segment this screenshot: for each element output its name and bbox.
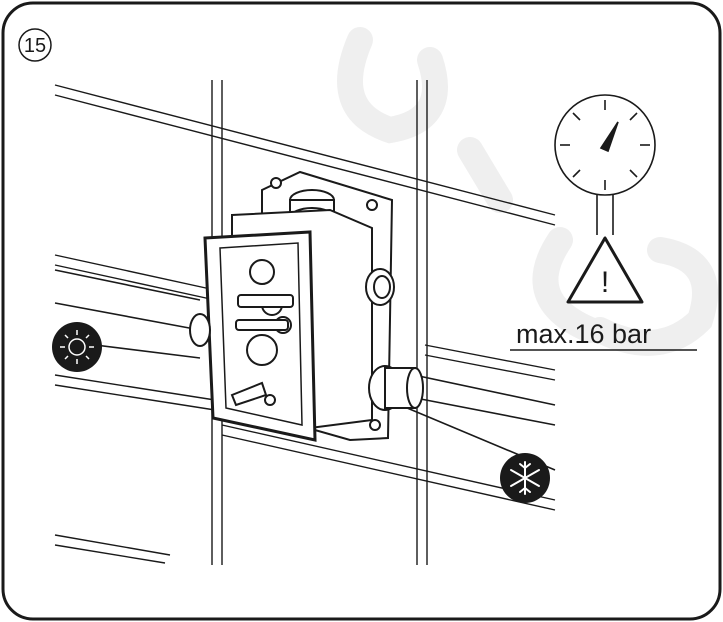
valve-body [189,170,424,442]
sun-icon [52,322,102,372]
pressure-limit: max.16 bar [510,319,697,351]
wall-tiles [54,80,556,565]
step-number: 15 [24,35,46,57]
watermark [337,27,718,356]
pressure-limit-label: max.16 bar [516,319,651,349]
warning-icon: ! [566,236,644,304]
pressure-gauge-icon [554,94,656,235]
snowflake-icon [500,453,550,503]
step-badge: 15 [18,28,52,62]
warning-symbol: ! [601,266,609,299]
